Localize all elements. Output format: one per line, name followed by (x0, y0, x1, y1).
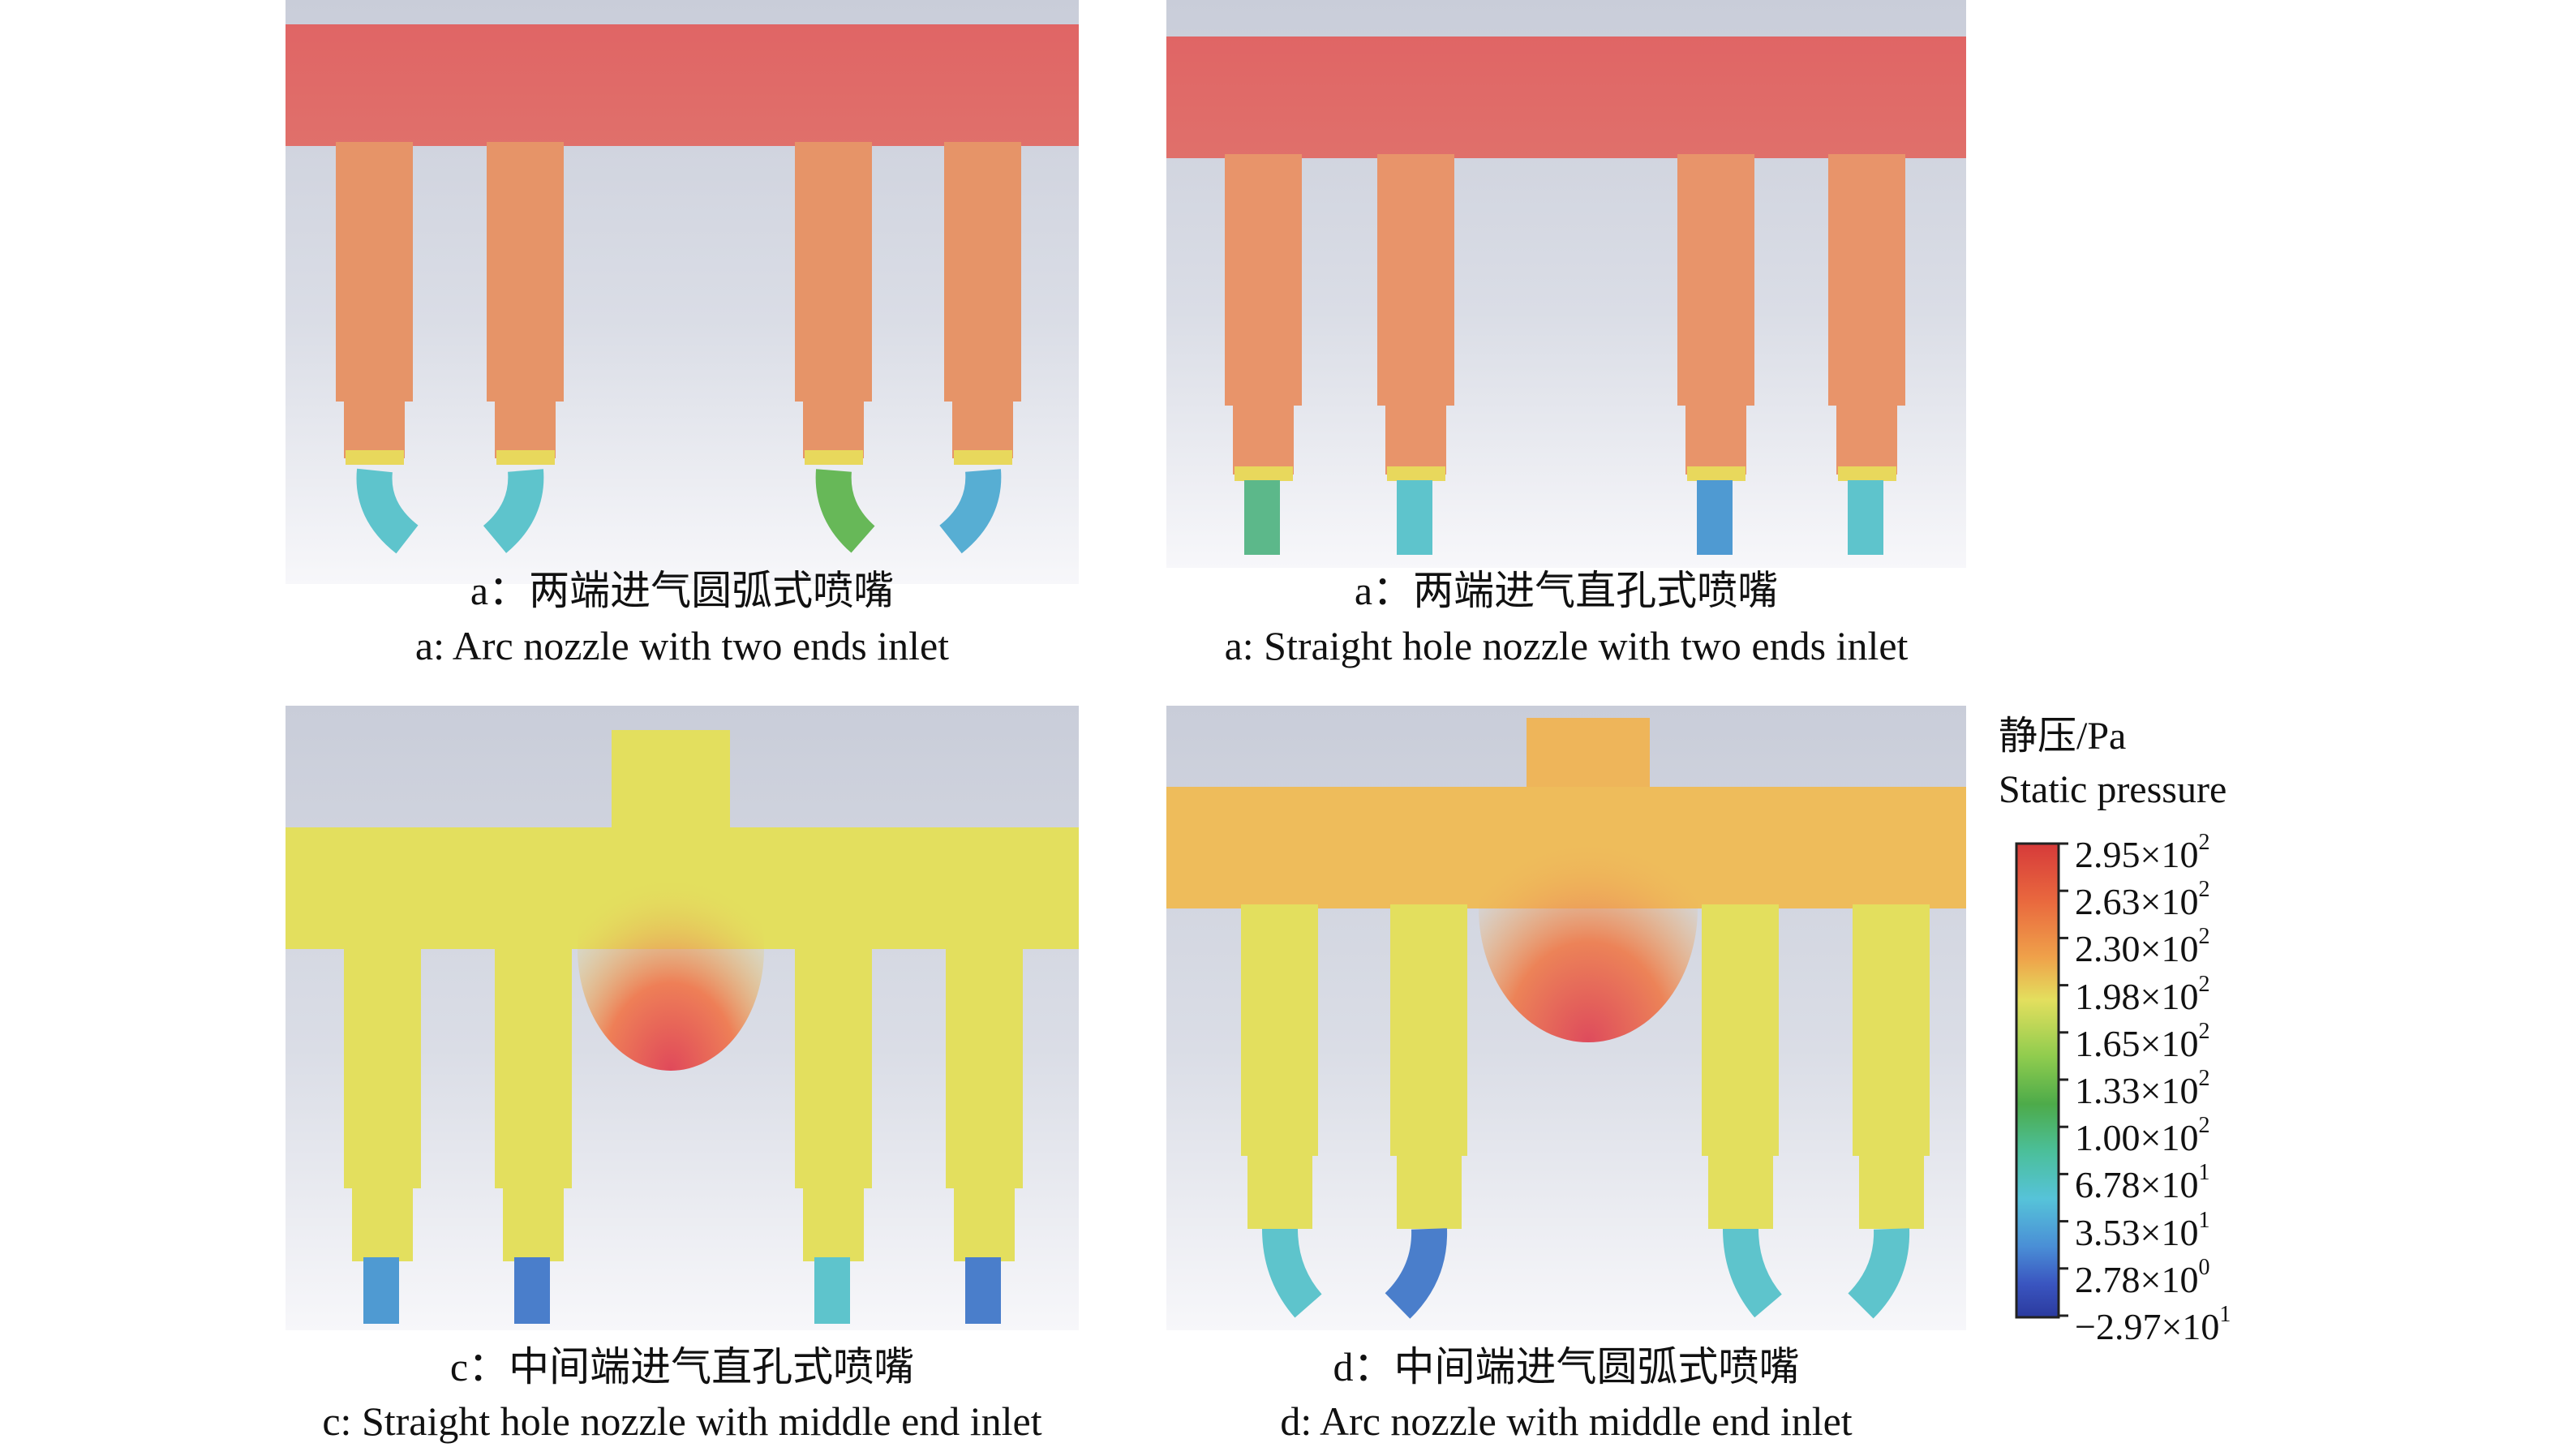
legend-tick-label: 2.30×102 (2075, 917, 2209, 969)
tick-exponent: 2 (2198, 1066, 2210, 1091)
legend-title-cn: 静压/Pa (1999, 715, 2127, 758)
tick-exponent: 2 (2198, 877, 2210, 903)
panel-arc-middle (1166, 706, 1966, 1330)
caption-en-a1: a: Arc nozzle with two ends inlet (414, 623, 950, 668)
caption-en-d: d: Arc nozzle with middle end inlet (1280, 1398, 1853, 1444)
tick-mantissa: 2.95×10 (2075, 834, 2199, 875)
straight-nozzles (363, 1257, 1001, 1324)
legend-tick-label: 1.00×102 (2075, 1106, 2209, 1158)
main-pipe (1166, 37, 1966, 158)
straight-nozzles (1244, 480, 1883, 555)
legend-tick-label: 2.63×102 (2075, 870, 2209, 922)
legend-title-en: Static pressure (1999, 768, 2227, 811)
tick-exponent: 1 (2198, 1207, 2210, 1233)
panel-arc-two-ends (286, 0, 1079, 584)
branch-pipes (1241, 904, 1930, 1229)
tick-mantissa: 1.65×10 (2075, 1022, 2199, 1064)
legend-tick-label: 2.95×102 (2075, 822, 2209, 875)
legend-tick-label: 3.53×101 (2075, 1200, 2209, 1253)
tick-exponent: 2 (2198, 1113, 2210, 1139)
tick-mantissa: 2.63×10 (2075, 881, 2199, 923)
main-pipe (286, 24, 1079, 146)
arc-nozzles (1262, 1228, 1910, 1319)
tick-exponent: 2 (2198, 971, 2210, 997)
legend-tick-label: −2.97×101 (2075, 1295, 2231, 1347)
tick-mantissa: 1.00×10 (2075, 1117, 2199, 1159)
tick-mantissa: 3.53×10 (2075, 1211, 2199, 1253)
caption-en-c: c: Straight hole nozzle with middle end … (322, 1398, 1042, 1444)
tick-mantissa: 2.78×10 (2075, 1258, 2199, 1300)
branch-pipes (1225, 154, 1905, 475)
legend-tick-label: 6.78×101 (2075, 1153, 2209, 1205)
tick-exponent: 2 (2198, 924, 2210, 950)
tick-mantissa: 1.98×10 (2075, 975, 2199, 1017)
branch-pipes (336, 142, 1021, 458)
throat-highlights (346, 450, 1012, 465)
legend-tick-label: 2.78×100 (2075, 1248, 2209, 1300)
tick-mantissa: 6.78×10 (2075, 1164, 2199, 1206)
tick-exponent: 2 (2198, 830, 2210, 855)
caption-cn-c: c：中间端进气直孔式喷嘴 (449, 1344, 915, 1389)
tick-mantissa: 1.33×10 (2075, 1070, 2199, 1111)
tick-exponent: 1 (2198, 1160, 2210, 1186)
arc-nozzles (356, 468, 1002, 554)
inlet-pipe (612, 730, 730, 831)
branch-pipes (344, 945, 1023, 1261)
tick-exponent: 0 (2198, 1254, 2210, 1280)
panel-straight-middle (286, 706, 1079, 1330)
tick-exponent: 2 (2198, 1018, 2210, 1044)
legend-tick-label: 1.98×102 (2075, 964, 2209, 1017)
pressure-hotspot (1479, 775, 1698, 1042)
caption-en-a2: a: Straight hole nozzle with two ends in… (1224, 623, 1909, 668)
tick-mantissa: −2.97×10 (2075, 1306, 2220, 1347)
pressure-hotspot (578, 827, 764, 1071)
tick-exponent: 1 (2219, 1302, 2231, 1327)
caption-cn-a2: a：两端进气直孔式喷嘴 (1354, 568, 1779, 613)
legend-colorbar (2015, 842, 2068, 1319)
caption-cn-d: d：中间端进气圆弧式喷嘴 (1333, 1344, 1800, 1389)
legend-tick-label: 1.65×102 (2075, 1011, 2209, 1064)
caption-cn-a1: a：两端进气圆弧式喷嘴 (470, 568, 895, 613)
throat-highlights (1235, 466, 1896, 481)
legend-tick-label: 1.33×102 (2075, 1059, 2209, 1111)
panel-straight-two-ends (1166, 0, 1966, 568)
tick-mantissa: 2.30×10 (2075, 928, 2199, 970)
